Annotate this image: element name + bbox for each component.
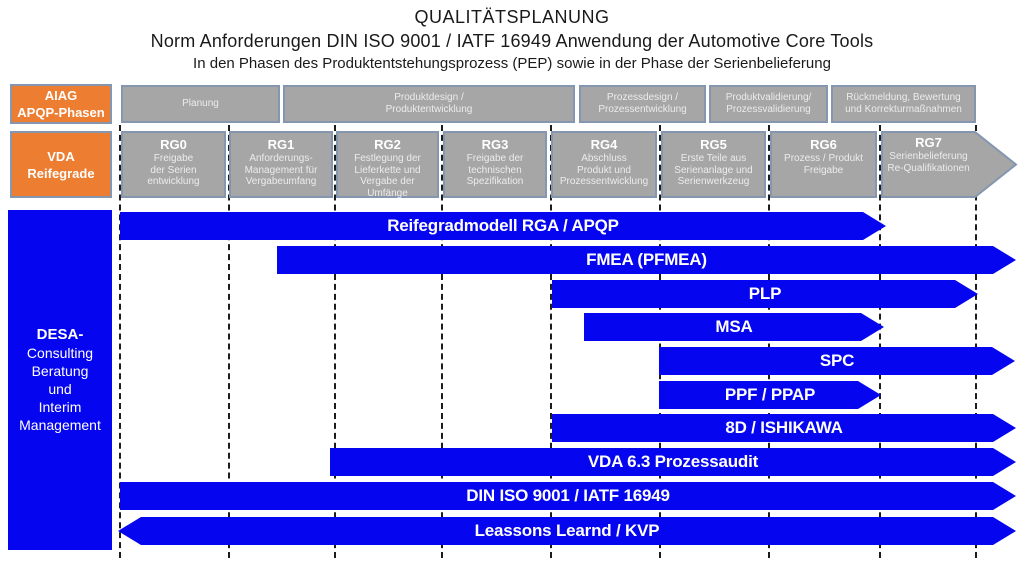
rg-code: RG7 (915, 135, 942, 150)
aiag-apqp-phasen-label-box: AIAG APQP-Phasen (10, 84, 112, 124)
grid-dashed-line (768, 125, 770, 558)
bar-msa: MSA (584, 313, 884, 341)
rg-code: RG4 (590, 137, 618, 152)
rg-code: RG5 (700, 137, 727, 152)
grid-dashed-line (879, 125, 881, 558)
rg-desc: Freigabe der technischen Spezifikation (466, 153, 524, 187)
apqp-phase-planung: Planung (121, 85, 280, 123)
grid-dashed-line (119, 125, 121, 558)
grid-dashed-line (334, 125, 336, 558)
rg-desc: Erste Teile aus Serienanlage und Serienw… (674, 153, 753, 187)
rg-desc: Festlegung der Lieferkette und Vergabe d… (354, 153, 421, 199)
rg-code: RG0 (160, 137, 187, 152)
bar-fmea-pfmea: FMEA (PFMEA) (277, 246, 1016, 274)
desa-consulting-box: DESA- Consulting Beratung und Interim Ma… (8, 210, 112, 550)
rg-desc: Abschluss Produkt und Prozessentwicklung (559, 153, 649, 187)
rg-code: RG6 (810, 137, 837, 152)
bar-leassons-learnd-kvp: Leassons Learnd / KVP (118, 517, 1016, 545)
page-title: QUALITÄTSPLANUNG (414, 7, 610, 27)
page-subtitle: Norm Anforderungen DIN ISO 9001 / IATF 1… (150, 31, 874, 51)
bar-label: 8D / ISHIKAWA (725, 418, 843, 437)
vda-reifegrade-label-box: VDA Reifegrade (10, 131, 112, 198)
bar-reifegradmodell-rga-apqp: Reifegradmodell RGA / APQP (120, 212, 886, 240)
bar-din-iso-9001-iatf-16949: DIN ISO 9001 / IATF 16949 (120, 482, 1016, 510)
bar-label: DIN ISO 9001 / IATF 16949 (466, 486, 670, 505)
rg-desc: Prozess / Produkt Freigabe (784, 153, 863, 176)
desa-subtitle: Consulting Beratung und Interim Manageme… (19, 345, 101, 433)
apqp-phase-r-ckmeldung-bewertung: Rückmeldung, Bewertung und Korrekturmaßn… (831, 85, 976, 123)
bar-spc: SPC (659, 347, 1015, 375)
apqp-phase-prozessdesign: Prozessdesign / Prozessentwicklung (579, 85, 706, 123)
rg-desc: Serienbelieferung Re-Qualifikationen (887, 151, 970, 174)
bar-plp: PLP (552, 280, 978, 308)
rg-code: RG3 (481, 137, 509, 152)
grid-dashed-line (441, 125, 443, 558)
grid-dashed-line (659, 125, 661, 558)
grid-dashed-line (550, 125, 552, 558)
desa-text: DESA- Consulting Beratung und Interim Ma… (19, 326, 101, 434)
grid-dashed-line (975, 125, 977, 558)
bar-ppf-ppap: PPF / PPAP (659, 381, 881, 409)
page-subtitle-2: In den Phasen des Produktentstehungsproz… (193, 55, 831, 72)
rg-code: RG2 (374, 137, 401, 152)
rg-code: RG1 (267, 137, 295, 152)
bar-label: VDA 6.3 Prozessaudit (587, 452, 759, 471)
bar-label: Reifegradmodell RGA / APQP (387, 216, 619, 235)
bar-label: MSA (715, 317, 753, 336)
bar-label: PLP (748, 284, 782, 303)
desa-title: DESA- (36, 326, 84, 343)
grid-dashed-line (228, 125, 230, 558)
bar-label: FMEA (PFMEA) (586, 250, 707, 269)
bar-vda-6-3-prozessaudit: VDA 6.3 Prozessaudit (330, 448, 1016, 476)
rg-desc: Anforderungs- Management für Vergabeumfa… (244, 153, 318, 187)
apqp-phase-produktvalidierung: Produktvalidierung/ Prozessvalidierung (709, 85, 828, 123)
bar-label: SPC (819, 351, 855, 370)
apqp-phase-produktdesign: Produktdesign / Produktentwicklung (283, 85, 575, 123)
bar-8d-ishikawa: 8D / ISHIKAWA (552, 414, 1016, 442)
rg-desc: Freigabe der Serien entwicklung (147, 153, 200, 187)
bar-label: Leassons Learnd / KVP (474, 521, 660, 540)
rg7-arrow-shape (881, 131, 1018, 198)
bar-label: PPF / PPAP (724, 385, 816, 404)
